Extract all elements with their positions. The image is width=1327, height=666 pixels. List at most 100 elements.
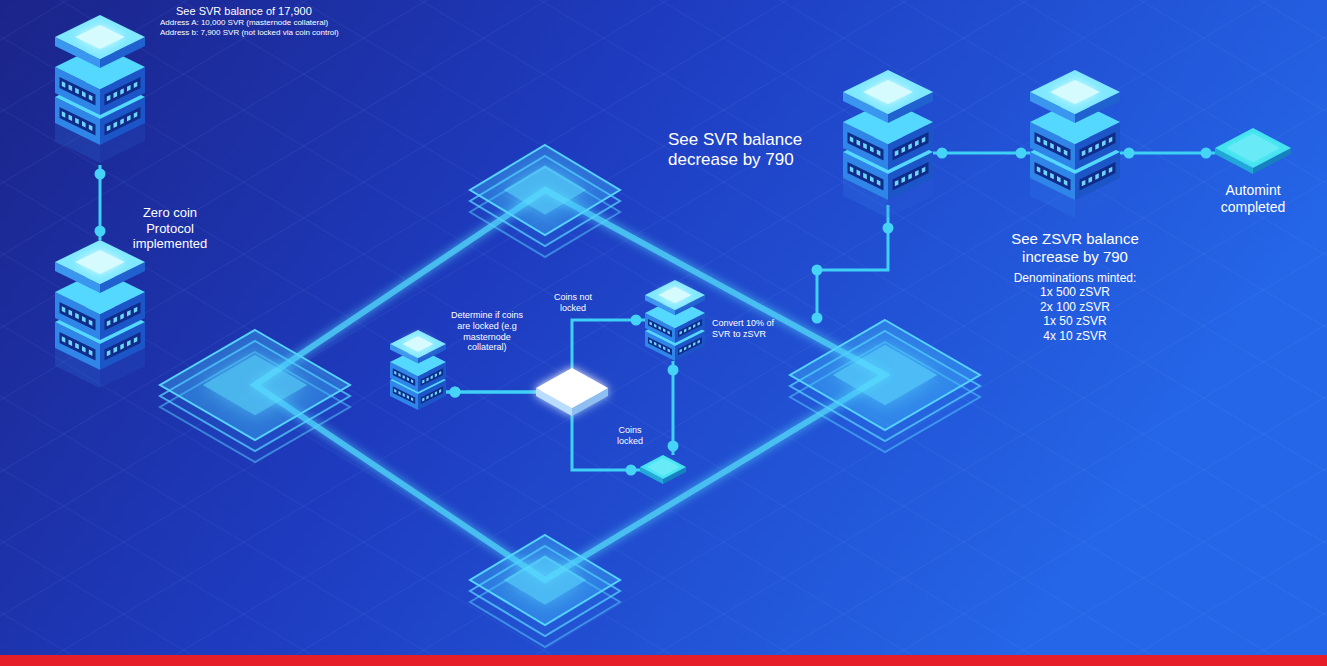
connector-dot [1124,148,1135,159]
server-symbol [55,15,145,165]
server-light [877,179,881,186]
node-heading: See ZSVR balance increase by 790 [1000,230,1150,266]
server-top-glow [75,25,125,49]
server-light [426,377,428,381]
server-light [82,91,86,98]
grid-line [0,0,1327,328]
corner-platform [160,330,350,462]
server-node: Convert 10% of SVR to zSVR [645,280,705,361]
grid-line [0,252,1327,666]
server-light [863,173,867,180]
server-light [89,319,93,326]
server-light [62,111,66,118]
server-light [1095,173,1099,179]
leader-line [817,205,888,318]
server-light [668,331,670,335]
server-light [62,81,66,88]
server-light [114,317,118,323]
text-group: See SVR balance of 17,900Address A: 10,0… [160,5,410,37]
server-light [895,180,899,186]
grid-line [0,612,1327,666]
grid-line [0,0,1327,40]
box-top-face [390,330,446,358]
server-light [407,377,409,381]
box-top-face [645,280,705,310]
grid-line [0,540,1327,666]
tile-symbol [640,455,686,485]
server-light [422,398,424,402]
server-icon [55,15,145,163]
server-light [75,313,79,320]
server-icon [1030,70,1120,218]
server-light [120,313,124,319]
server-node: Determine if coins are locked (e.g maste… [390,330,446,410]
server-light [663,346,665,350]
server-light [863,143,867,150]
tile-icon [1215,128,1291,174]
server-light [680,331,682,335]
text-group: Determine if coins are locked (e.g maste… [445,310,529,353]
grid-line [0,0,1327,112]
server-light [134,337,138,343]
connector [933,152,1030,155]
server-light [1064,149,1068,156]
grid-line [0,0,1327,112]
server-light [895,150,899,156]
server-top-glow [75,250,125,274]
server-slot [60,77,96,106]
grid-line [0,0,1327,472]
box-top-face [1030,70,1120,114]
edge-label: Coins not locked [547,292,599,314]
grid-line [0,108,1327,666]
connector-dot [1016,148,1027,159]
server-light [650,340,652,344]
server-slot [105,302,141,331]
server-light [62,306,66,313]
server-light [870,146,874,153]
grid-line [0,0,1327,400]
box-top-face [843,70,933,114]
corner-platform [790,320,980,452]
server-light [127,340,131,346]
text-group: Automint completed [1205,182,1301,216]
server-slot [678,337,702,355]
connector-dot [450,387,461,398]
server-light [75,118,79,125]
server-light [89,124,93,130]
server-light [439,371,441,375]
server-light [127,115,131,121]
server-top-glow [403,336,434,351]
server-light [1109,167,1113,173]
server-light [435,373,437,377]
box-top-face [1215,128,1291,168]
server-light [1102,140,1106,146]
node-detail: Denominations minted: [1000,271,1150,285]
platform-layer [470,145,620,235]
node-detail: 1x 500 zSVR [1000,285,1150,299]
server-icon [843,70,933,218]
node-heading: Determine if coins are locked (e.g maste… [445,310,529,353]
platform-layer [790,320,980,430]
connector-dot [812,265,823,276]
connector-dot [1201,148,1212,159]
server-light [114,122,118,128]
server-slot [1080,162,1116,191]
platform-glow [504,555,587,605]
server-light [650,322,652,326]
server-symbol [645,280,705,361]
grid-line [0,0,1327,184]
server-top-glow [659,287,692,304]
grid-line [0,540,1327,666]
node-heading: See SVR balance of 17,900 [176,5,410,18]
status-tile: Coins locked [640,455,686,485]
server-symbol [843,70,933,220]
server-node: Zero coin Protocol implemented [55,240,145,390]
platform-layer [160,330,350,440]
server-light [127,310,131,316]
grid-line [0,252,1327,666]
tile-glow [1226,134,1279,162]
server-light [62,336,66,343]
